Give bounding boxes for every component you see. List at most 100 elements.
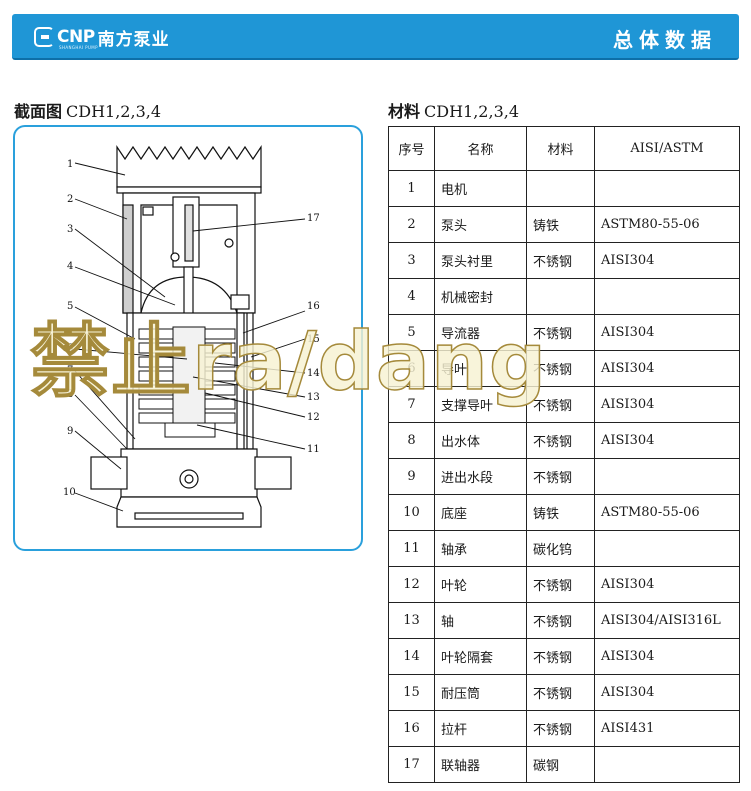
cell-standard: AISI304 bbox=[594, 422, 740, 459]
cell-standard bbox=[594, 530, 740, 567]
callout-2: 2 bbox=[67, 194, 73, 205]
cell-standard: AISI304 bbox=[594, 314, 740, 351]
cell-standard bbox=[594, 458, 740, 495]
logo-text: CNP bbox=[57, 27, 95, 47]
cell-no: 16 bbox=[388, 710, 435, 747]
impeller-stages bbox=[138, 326, 236, 438]
callout-17: 17 bbox=[307, 213, 320, 224]
cell-name: 轴 bbox=[434, 602, 527, 639]
cell-standard: AISI304 bbox=[594, 350, 740, 387]
cell-no: 4 bbox=[388, 278, 435, 315]
cell-name: 机械密封 bbox=[434, 278, 527, 315]
cell-standard: AISI304 bbox=[594, 242, 740, 279]
cell-standard bbox=[594, 170, 740, 207]
cell-no: 7 bbox=[388, 386, 435, 423]
cell-no: 13 bbox=[388, 602, 435, 639]
company-name: 南方泵业 bbox=[97, 29, 170, 50]
cell-name: 导叶 bbox=[434, 350, 527, 387]
cell-material: 不锈钢 bbox=[526, 458, 595, 495]
cell-no: 3 bbox=[388, 242, 435, 279]
cell-material bbox=[526, 170, 595, 207]
header-bar: CNP SHANGHAI PUMP 南方泵业 总体数据 bbox=[12, 14, 739, 60]
motor-top bbox=[116, 145, 262, 188]
cell-no: 14 bbox=[388, 638, 435, 675]
cell-standard: AISI304 bbox=[594, 566, 740, 603]
table-model: CDH1,2,3,4 bbox=[424, 102, 520, 121]
cell-no: 1 bbox=[388, 170, 435, 207]
cell-name: 耐压筒 bbox=[434, 674, 527, 711]
cell-material: 铸铁 bbox=[526, 494, 595, 531]
callout-5: 5 bbox=[67, 301, 73, 312]
callout-10: 10 bbox=[63, 487, 76, 498]
cell-standard: AISI304/AISI316L bbox=[594, 602, 740, 639]
logo-subtext: SHANGHAI PUMP bbox=[59, 45, 98, 50]
cell-standard: ASTM80-55-06 bbox=[594, 494, 740, 531]
cell-name: 轴承 bbox=[434, 530, 527, 567]
cell-no: 12 bbox=[388, 566, 435, 603]
cell-material: 不锈钢 bbox=[526, 386, 595, 423]
cell-material: 不锈钢 bbox=[526, 566, 595, 603]
cell-name: 底座 bbox=[434, 494, 527, 531]
callout-14: 14 bbox=[307, 368, 320, 379]
cell-material: 不锈钢 bbox=[526, 422, 595, 459]
callout-12: 12 bbox=[307, 412, 320, 423]
cell-name: 泵头 bbox=[434, 206, 527, 243]
cell-name: 泵头衬里 bbox=[434, 242, 527, 279]
header-material: 材料 bbox=[526, 126, 595, 171]
callout-1: 1 bbox=[67, 159, 73, 170]
page-title: 总体数据 bbox=[613, 28, 717, 52]
callout-labels: 1 2 3 4 5 6 7 8 9 10 11 12 13 14 15 16 1… bbox=[63, 159, 320, 498]
callout-9: 9 bbox=[67, 426, 73, 437]
cell-standard: AISI304 bbox=[594, 674, 740, 711]
header-no: 序号 bbox=[388, 126, 435, 171]
cell-name: 支撑导叶 bbox=[434, 386, 527, 423]
cell-no: 10 bbox=[388, 494, 435, 531]
cell-material: 不锈钢 bbox=[526, 638, 595, 675]
cell-no: 5 bbox=[388, 314, 435, 351]
cross-section-diagram: 1 2 3 4 5 6 7 8 9 10 11 12 13 14 15 16 1… bbox=[13, 125, 363, 551]
callout-3: 3 bbox=[67, 224, 73, 235]
cell-no: 8 bbox=[388, 422, 435, 459]
cell-material: 不锈钢 bbox=[526, 602, 595, 639]
cell-no: 17 bbox=[388, 746, 435, 783]
callout-11: 11 bbox=[307, 444, 320, 455]
cell-material: 不锈钢 bbox=[526, 350, 595, 387]
cell-name: 电机 bbox=[434, 170, 527, 207]
cell-no: 9 bbox=[388, 458, 435, 495]
callout-15: 15 bbox=[307, 334, 320, 345]
cell-no: 6 bbox=[388, 350, 435, 387]
cell-standard: AISI304 bbox=[594, 638, 740, 675]
cell-material: 不锈钢 bbox=[526, 314, 595, 351]
cell-standard bbox=[594, 278, 740, 315]
header-standard: AISI/ASTM bbox=[594, 126, 740, 171]
cell-material: 不锈钢 bbox=[526, 710, 595, 747]
cell-no: 11 bbox=[388, 530, 435, 567]
cell-name: 拉杆 bbox=[434, 710, 527, 747]
callout-13: 13 bbox=[307, 392, 320, 403]
diagram-title-text: 截面图 bbox=[14, 102, 63, 121]
company-logo: CNP SHANGHAI PUMP 南方泵业 bbox=[34, 24, 170, 50]
cell-material: 碳钢 bbox=[526, 746, 595, 783]
table-title-text: 材料 bbox=[388, 102, 421, 121]
cell-standard: ASTM80-55-06 bbox=[594, 206, 740, 243]
table-header-row: 序号 名称 材料 AISI/ASTM bbox=[388, 126, 740, 171]
logo-mark-icon bbox=[34, 27, 54, 47]
diagram-model: CDH1,2,3,4 bbox=[66, 102, 162, 121]
